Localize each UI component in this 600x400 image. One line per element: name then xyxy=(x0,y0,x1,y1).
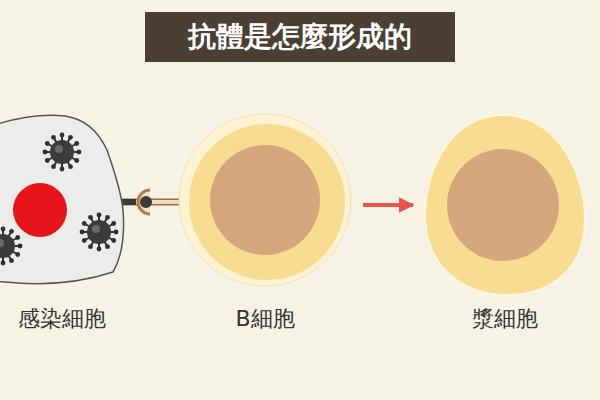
antigen xyxy=(140,196,152,208)
cell-label: 感染細胞 xyxy=(18,306,106,332)
title-banner: 抗體是怎麼形成的 xyxy=(145,12,455,62)
flow-arrow xyxy=(363,205,413,206)
title-text: 抗體是怎麼形成的 xyxy=(188,20,412,54)
infected-cell-shape xyxy=(0,110,135,290)
b-cell-shape xyxy=(178,113,352,287)
virus-particle xyxy=(0,227,22,266)
virus-particle xyxy=(43,133,82,172)
virus-particle xyxy=(80,213,119,252)
cell-label: 漿細胞 xyxy=(472,306,538,332)
cell-label: B細胞 xyxy=(235,306,294,332)
plasma-cell-shape xyxy=(425,115,585,295)
